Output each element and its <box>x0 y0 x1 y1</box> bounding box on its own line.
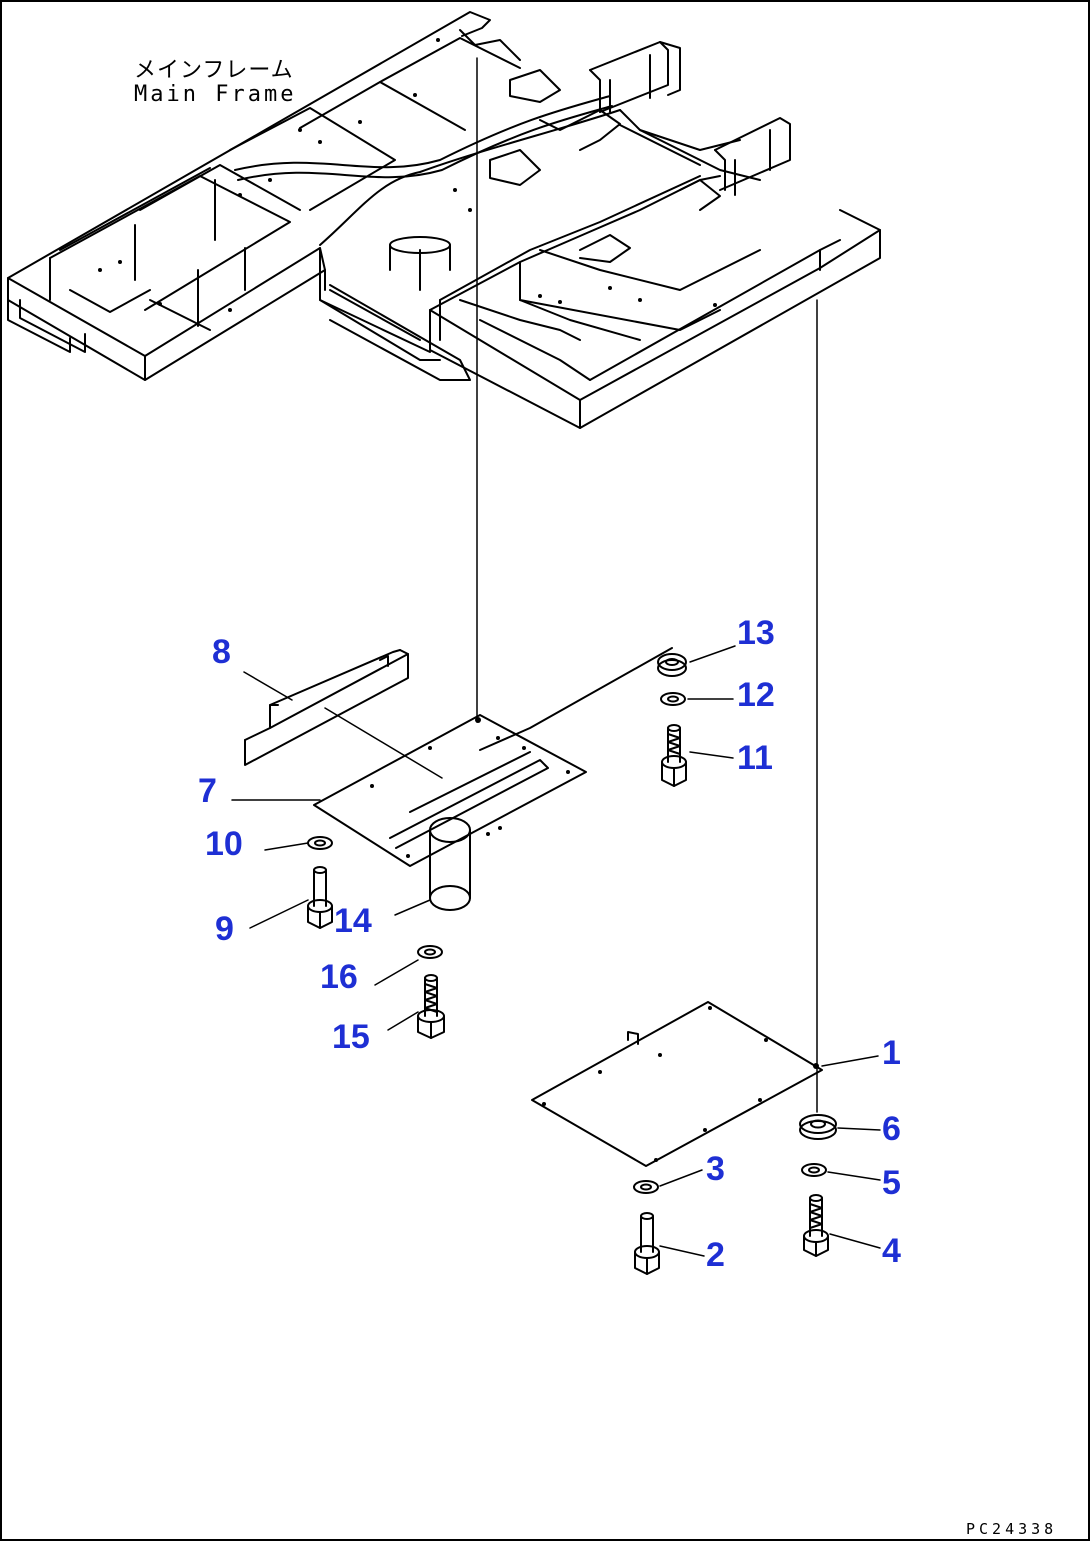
part-13-nut <box>657 653 687 677</box>
callout-3[interactable]: 3 <box>706 1150 725 1188</box>
callout-10[interactable]: 10 <box>205 825 243 863</box>
main-frame-label-en: Main Frame <box>134 82 297 107</box>
part-7-plate <box>313 647 673 911</box>
frame-holes <box>98 38 717 312</box>
callout-5[interactable]: 5 <box>882 1164 901 1202</box>
part-4-bolt <box>803 1194 829 1257</box>
callout-leaders <box>231 645 881 1257</box>
part-2-bolt <box>634 1212 660 1275</box>
main-frame-drawing <box>7 11 881 429</box>
callout-15[interactable]: 15 <box>332 1018 370 1056</box>
callout-1[interactable]: 1 <box>882 1034 901 1072</box>
callout-14[interactable]: 14 <box>334 902 372 940</box>
callout-11[interactable]: 11 <box>737 739 773 777</box>
part-12-washer <box>660 692 686 706</box>
callout-6[interactable]: 6 <box>882 1110 901 1148</box>
part-8-channel <box>244 649 409 766</box>
drawing-code: PC24338 <box>966 1520 1058 1538</box>
callout-7[interactable]: 7 <box>198 772 217 810</box>
callout-2[interactable]: 2 <box>706 1236 725 1274</box>
part-10-washer <box>307 836 333 850</box>
callout-8[interactable]: 8 <box>212 633 231 671</box>
part-3-washer <box>633 1180 659 1194</box>
part-1-plate <box>531 1001 823 1167</box>
main-frame-label-jp: メインフレーム <box>134 58 294 83</box>
part-9-bolt <box>307 866 333 929</box>
part-11-bolt <box>661 724 687 787</box>
callout-13[interactable]: 13 <box>737 614 775 652</box>
callout-16[interactable]: 16 <box>320 958 358 996</box>
part-5-washer <box>801 1163 827 1177</box>
part-6-nut <box>799 1114 837 1140</box>
callout-4[interactable]: 4 <box>882 1232 901 1270</box>
part-15-bolt <box>417 974 445 1039</box>
callout-12[interactable]: 12 <box>737 676 775 714</box>
part-16-washer <box>417 945 443 959</box>
callout-9[interactable]: 9 <box>215 910 234 948</box>
